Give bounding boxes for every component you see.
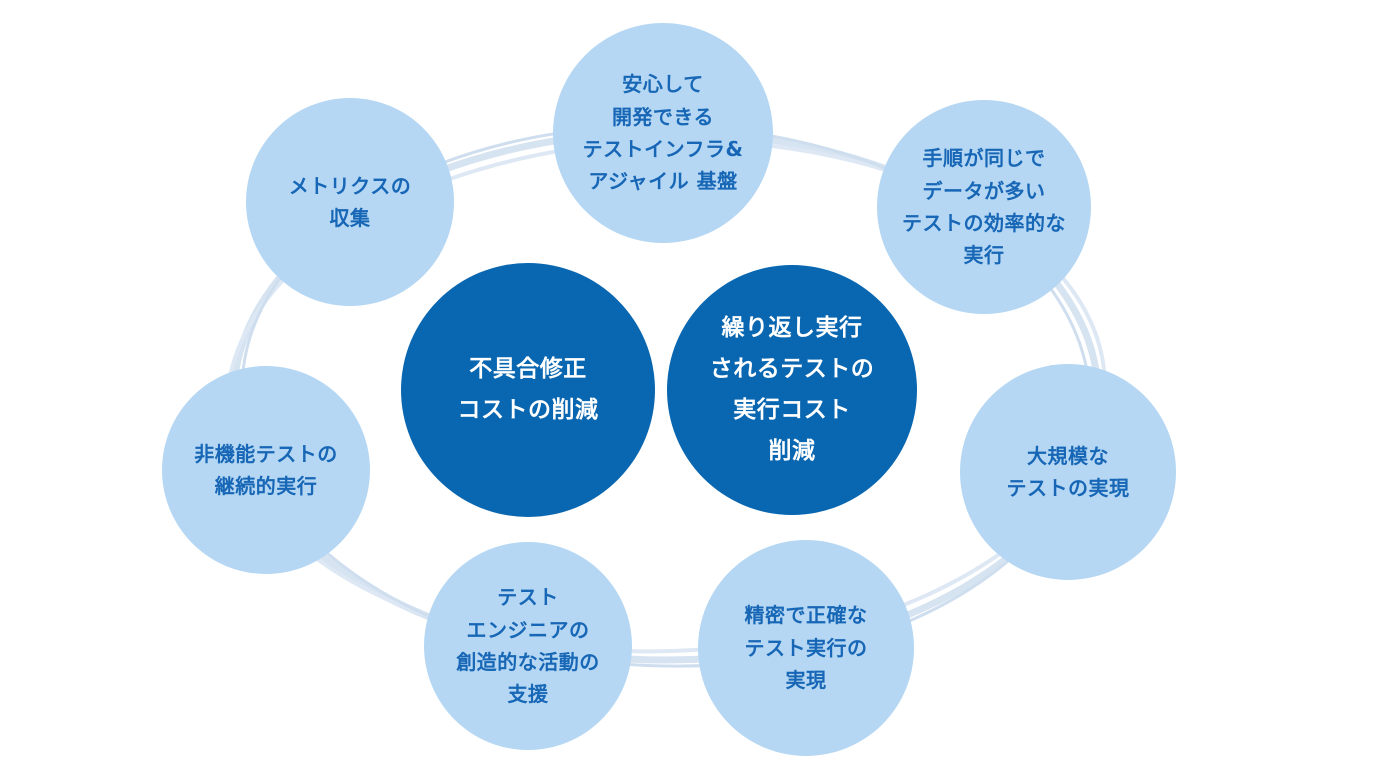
circle-label-line: テスト実行の [744,635,868,660]
circle-label-line: 収集 [329,206,371,230]
circle-non-functional-test-continuous-execution: 非機能テストの 継続的実行 [162,366,370,574]
circle-metrics-collection: メトリクスの 収集 [246,98,454,306]
circle-label-line: テストインフラ& [582,137,744,161]
circle-label-line: テスト [497,585,559,610]
circle-precise-accurate-test-execution: 精密で正確な テスト実行の 実現 [698,540,914,756]
circle-label-line: メトリクスの [288,173,412,198]
circle-label-line: 安心して [622,72,704,97]
circle-defect-fix-cost-reduction: 不具合修正 コストの削減 [401,263,655,517]
circle-label-line: 繰り返し実行 [721,315,863,342]
circle-label-line: 支援 [507,682,549,707]
circle-safe-test-infra-agile-base: 安心して 開発できる テストインフラ& アジャイル 基盤 [553,23,773,243]
circle-large-scale-test-realization: 大規模な テストの実現 [960,364,1176,580]
circle-label-line: 大規模な [1027,443,1109,468]
circle-test-engineer-creative-activity-support: テスト エンジニアの 創造的な活動の 支援 [424,542,632,750]
circle-efficient-execution-same-steps-many-data: 手順が同じで データが多い テストの効率的な 実行 [877,100,1091,314]
circle-label-line: 創造的な活動の [456,650,600,674]
circle-label-line: テストの実現 [1006,476,1130,500]
circle-repeated-test-execution-cost-reduction: 繰り返し実行 されるテストの 実行コスト 削減 [667,265,917,515]
circle-label-line: アジャイル 基盤 [588,169,738,194]
circle-label-line: 継続的実行 [214,474,318,498]
circle-label-line: されるテストの [709,356,875,383]
circle-label-line: 実現 [785,668,827,693]
circle-label-line: 削減 [768,437,816,464]
circle-label-line: 不具合修正 [469,356,587,383]
circle-label-line: 精密で正確な [744,603,868,628]
circle-label-line: 手順が同じで [922,146,1046,171]
circle-label-line: 実行コスト [733,397,851,423]
circle-label-line: 実行 [963,243,1005,268]
circle-label-line: 非機能テストの [194,441,338,466]
circle-label-line: テストの効率的な [902,211,1066,235]
circle-label-line: データが多い [922,178,1046,203]
circle-label-line: エンジニアの [466,617,590,642]
circle-label-line: コストの削減 [457,397,599,423]
circle-label-line: 開発できる [611,104,715,129]
